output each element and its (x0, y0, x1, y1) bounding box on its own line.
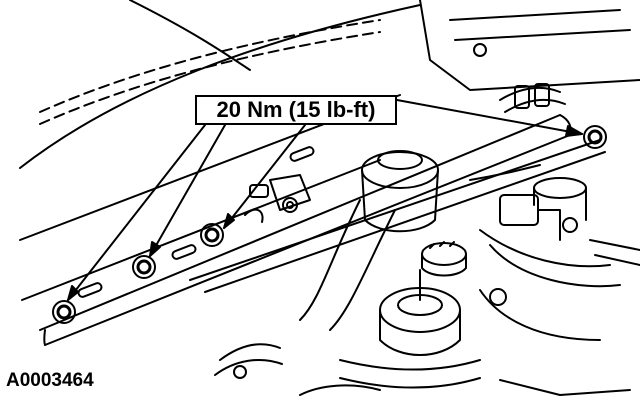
cowl-panel (19, 94, 572, 346)
engine-components (214, 0, 640, 396)
torque-callout: 20 Nm (15 lb-ft) (195, 95, 397, 125)
figure-id-label: A0003464 (6, 370, 94, 391)
bolt-2 (132, 255, 156, 279)
bolt-3 (200, 223, 224, 247)
cowl-bolts (52, 125, 607, 324)
bolt-1 (52, 300, 76, 324)
bolt-4 (583, 125, 607, 149)
windshield-outline (19, 0, 421, 169)
callout-leaders (67, 99, 583, 301)
torque-label: 20 Nm (15 lb-ft) (216, 97, 376, 122)
